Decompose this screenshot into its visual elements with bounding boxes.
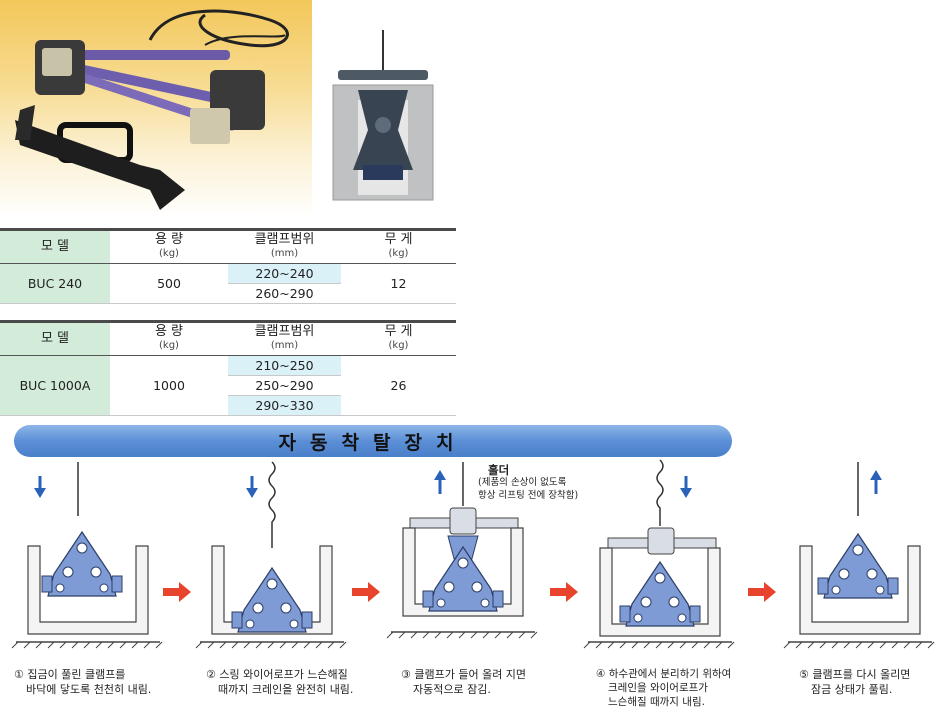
step2-caption: ② 스링 와이어로프가 느슨해질 때까지 크레인을 완전히 내림. <box>206 668 354 696</box>
arrow-step1-to-2 <box>163 582 191 602</box>
table2-capacity: 1000 <box>110 355 228 416</box>
arrow-step2-to-3 <box>352 582 380 602</box>
table1-range-2: 260~290 <box>228 283 341 304</box>
table2-header-weight: 무 게 (kg) <box>341 323 456 356</box>
table2-weight: 26 <box>341 355 456 416</box>
table1-header-capacity: 용 량 (kg) <box>110 231 228 264</box>
table2-range-3: 290~330 <box>228 395 341 416</box>
table1-header-model: 모 델 <box>0 231 110 264</box>
step1-caption: ① 집금이 풀린 클램프를 바닥에 닿도록 천천히 내림. <box>14 668 152 696</box>
product-photo-clamp-on-pipe <box>318 30 458 210</box>
table2-top-rule <box>0 320 456 323</box>
table2-header-capacity: 용 량 (kg) <box>110 323 228 356</box>
banner-title: 자동착탈장치 <box>278 431 468 454</box>
holder-label: 홀더 <box>488 463 510 477</box>
table1-weight: 12 <box>341 263 456 304</box>
table1-model: BUC 240 <box>0 263 110 304</box>
table1-top-rule <box>0 228 456 231</box>
step2-illustration <box>195 461 347 649</box>
step4-illustration <box>583 459 735 649</box>
arrow-step3-to-4 <box>550 582 578 602</box>
step4-caption: ④ 하수관에서 분리하기 위하여 크레인을 와이어로프가 느슨해질 때까지 내림… <box>596 668 732 708</box>
table2-model: BUC 1000A <box>0 355 110 416</box>
operation-steps-diagram <box>11 459 935 649</box>
table2-header-model: 모 델 <box>0 323 110 356</box>
table2-header-clamp-range: 클램프범위 (mm) <box>228 323 341 356</box>
step3-illustration <box>386 462 538 639</box>
auto-release-banner: 자동착탈장치 <box>14 425 732 457</box>
step3-caption: ③ 클램프가 들어 올려 지면 자동적으로 잠김. <box>401 668 527 696</box>
arrow-step4-to-5 <box>748 582 776 602</box>
table2-range-1: 210~250 <box>228 355 341 376</box>
table2-range-2: 250~290 <box>228 375 341 396</box>
holder-note: (제품의 손상이 없도록 항상 리프팅 전에 장착함) <box>478 477 579 501</box>
spec-table-buc1000a: 모 델 용 량 (kg) 클램프범위 (mm) 무 게 (kg) BUC 100… <box>0 323 456 416</box>
spec-table-buc240: 모 델 용 량 (kg) 클램프범위 (mm) 무 게 (kg) BUC 240… <box>0 231 456 304</box>
product-photo-clamp-device <box>0 0 312 218</box>
table1-range-1: 220~240 <box>228 263 341 284</box>
table1-capacity: 500 <box>110 263 228 304</box>
step5-caption: ⑤ 클램프를 다시 올리면 잠금 상태가 풀림. <box>799 668 911 696</box>
step1-illustration <box>11 462 163 649</box>
table1-header-clamp-range: 클램프범위 (mm) <box>228 231 341 264</box>
step5-illustration <box>783 462 935 649</box>
table1-header-weight: 무 게 (kg) <box>341 231 456 264</box>
